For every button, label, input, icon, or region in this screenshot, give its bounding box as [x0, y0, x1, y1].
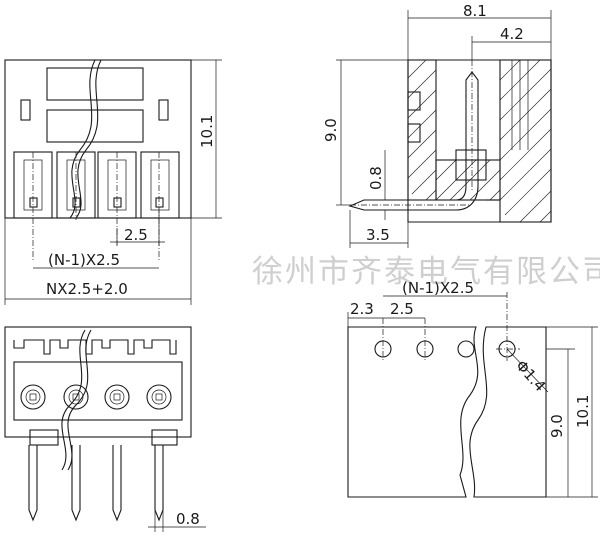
front-pitch-total-dim: (N-1)X2.5 — [48, 251, 120, 269]
pcb-height-inner-dim: 9.0 — [548, 414, 566, 438]
side-width-dim: 8.1 — [463, 2, 487, 20]
side-pin-thickness-dim: 0.8 — [367, 166, 385, 190]
contact-holes — [20, 384, 172, 410]
side-view: 8.1 4.2 9.0 0.8 3.5 — [322, 2, 552, 248]
bottom-pin-width-dim: 0.8 — [176, 510, 200, 528]
watermark-text: 徐州市齐泰电气有限公司 — [252, 254, 600, 290]
bottom-view: 0.8 — [4, 326, 206, 532]
pcb-edge-dim: 2.3 — [350, 300, 374, 318]
front-view: 10.1 2.5 (N-1)X2.5 NX2.5+2.0 — [4, 59, 222, 305]
front-height-dim: 10.1 — [198, 115, 216, 148]
side-pin-length-dim: 3.5 — [366, 226, 390, 244]
front-total-width-dim: NX2.5+2.0 — [46, 280, 128, 298]
pcb-layout-view: (N-1)X2.5 2.3 2.5 Φ1.4 9.0 10.1 — [347, 279, 598, 498]
pcb-hole — [457, 340, 475, 358]
pcb-pitch-total-dim: (N-1)X2.5 — [402, 279, 474, 297]
pcb-pitch-dim: 2.5 — [390, 300, 414, 318]
side-pin-offset-dim: 4.2 — [500, 25, 524, 43]
front-pitch-dim: 2.5 — [124, 226, 148, 244]
pcb-height-outer-dim: 10.1 — [574, 395, 592, 428]
side-height-dim: 9.0 — [322, 118, 340, 142]
pcb-hole-dim: Φ1.4 — [512, 357, 549, 396]
